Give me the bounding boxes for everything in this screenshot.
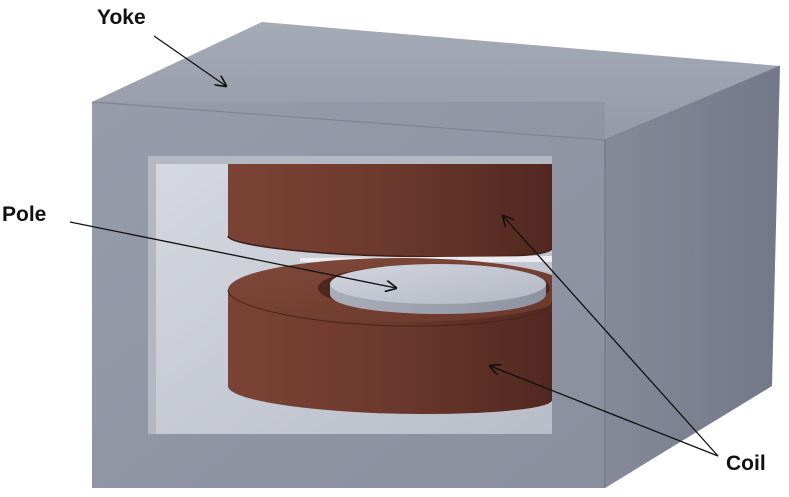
- label-coil: Coil: [726, 452, 766, 475]
- annotation-arrows: [69, 35, 719, 457]
- upper-coil: [227, 164, 552, 258]
- coil-arrow-upper: [503, 216, 719, 457]
- coil-arrow-lower: [490, 366, 719, 457]
- label-pole: Pole: [2, 203, 46, 226]
- pole-arrow: [69, 221, 396, 288]
- pole: [318, 264, 550, 314]
- yoke-side-face: [605, 66, 780, 488]
- label-yoke: Yoke: [97, 6, 146, 29]
- yoke-arrow: [153, 35, 226, 86]
